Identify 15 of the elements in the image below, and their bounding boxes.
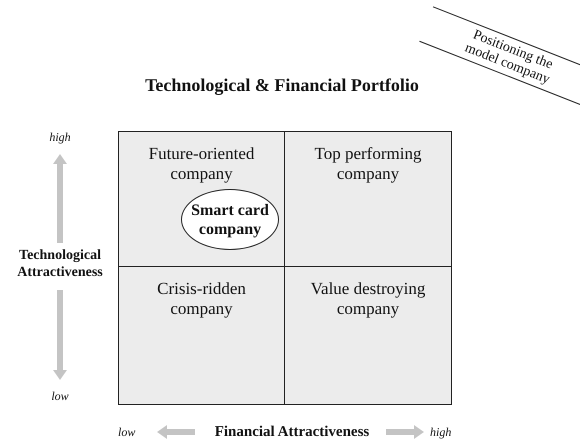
quadrant-cell (284, 266, 452, 405)
quadrant-label: Top performing company (314, 144, 422, 184)
axis-end-label: low (118, 425, 136, 440)
axis-end-label: high (430, 425, 452, 440)
quadrant-cell (118, 131, 285, 267)
quadrant-cell (284, 131, 452, 267)
quadrant-label: Value destroying company (310, 279, 426, 319)
quadrant-label: Crisis-ridden company (156, 279, 247, 319)
axis-end-label: low (50, 389, 70, 404)
quadrant-label: Future-oriented company (148, 144, 256, 184)
axis-title: Financial Attractiveness (214, 424, 370, 441)
axis-end-label: high (48, 130, 72, 145)
quadrant-cell (118, 266, 285, 405)
highlight-ellipse: Smart card company (181, 189, 279, 250)
axis-title: Technological Attractiveness (16, 247, 104, 281)
